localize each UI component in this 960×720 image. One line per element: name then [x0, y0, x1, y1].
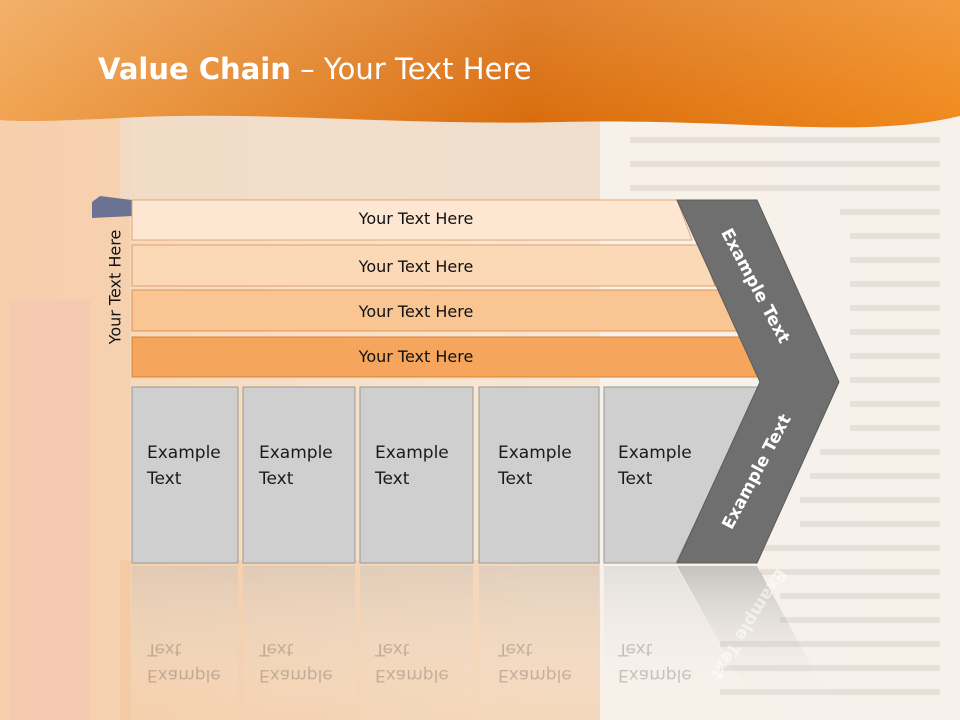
title-bold: Value Chain: [98, 52, 291, 86]
box-1-line-1: Example: [147, 443, 221, 463]
box-text-5[interactable]: Example Text: [618, 440, 692, 492]
box-5-line-2: Text: [618, 469, 653, 489]
box-1-line-2: Text: [147, 469, 182, 489]
box-reflection-5-line-1: Example: [618, 665, 692, 685]
bar-label-3[interactable]: Your Text Here: [358, 302, 474, 321]
box-reflection-4: Example Text: [498, 636, 572, 688]
box-reflection-2: Example Text: [259, 636, 333, 688]
bar-label-4[interactable]: Your Text Here: [358, 347, 474, 366]
title-rest: – Your Text Here: [290, 52, 532, 86]
box-3-line-1: Example: [375, 443, 449, 463]
box-text-1[interactable]: Example Text: [147, 440, 221, 492]
box-2-line-2: Text: [259, 469, 294, 489]
bar-label-1[interactable]: Your Text Here: [358, 209, 474, 228]
box-reflection-3-line-2: Text: [375, 639, 410, 659]
box-reflection-1: Example Text: [147, 636, 221, 688]
box-reflection-1-line-2: Text: [147, 639, 182, 659]
box-3-line-2: Text: [375, 469, 410, 489]
box-reflection-2-line-2: Text: [259, 639, 294, 659]
box-shape-5: [603, 386, 761, 564]
box-text-3[interactable]: Example Text: [375, 440, 449, 492]
box-shape-2: [242, 386, 356, 564]
box-reflection-5-line-2: Text: [618, 639, 653, 659]
box-4-line-1: Example: [498, 443, 572, 463]
box-reflection-3-line-1: Example: [375, 665, 449, 685]
box-reflection-3: Example Text: [375, 636, 449, 688]
box-reflection-1-line-1: Example: [147, 665, 221, 685]
box-reflection-4-line-2: Text: [498, 639, 533, 659]
box-4-line-2: Text: [498, 469, 533, 489]
box-shape-1: [131, 386, 239, 564]
box-5-line-1: Example: [618, 443, 692, 463]
bar-label-2[interactable]: Your Text Here: [358, 257, 474, 276]
box-reflection-5: Example Text: [618, 636, 692, 688]
box-text-4[interactable]: Example Text: [498, 440, 572, 492]
box-shape-4: [478, 386, 600, 564]
bar-shape-1: [131, 199, 693, 241]
bar-shape-2: [131, 244, 716, 287]
box-text-2[interactable]: Example Text: [259, 440, 333, 492]
box-reflection-2-line-1: Example: [259, 665, 333, 685]
slide-title: Value Chain – Your Text Here: [98, 52, 532, 86]
side-label: Your Text Here: [105, 229, 125, 345]
box-shape-3: [359, 386, 474, 564]
box-reflection-4-line-1: Example: [498, 665, 572, 685]
box-2-line-1: Example: [259, 443, 333, 463]
chevron-arrow-shape: [676, 199, 840, 564]
